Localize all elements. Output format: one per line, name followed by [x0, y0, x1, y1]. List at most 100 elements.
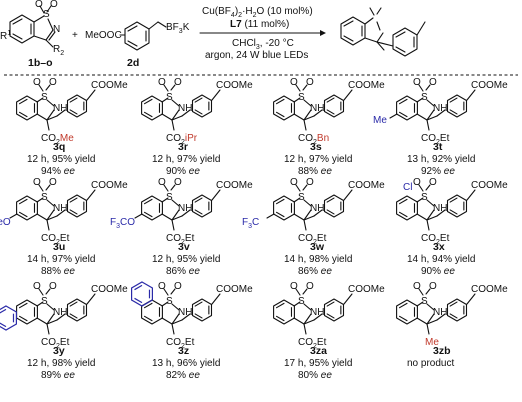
sulfur-atom: S [298, 296, 305, 307]
bond [38, 288, 44, 296]
ring [131, 281, 153, 307]
yield-text: 12 h, 97% yield [284, 154, 352, 165]
yield-text: no product [407, 358, 454, 369]
bond [161, 317, 173, 325]
oxygen-atom: O [174, 281, 182, 292]
bond [293, 197, 301, 203]
ester-substituent: CO2Et [298, 337, 327, 350]
bond [303, 215, 315, 221]
bond [36, 317, 48, 325]
bond [275, 315, 285, 322]
bond [303, 219, 307, 231]
ester-tail: Et [317, 233, 327, 244]
ee-unit: ee [189, 166, 201, 177]
bond [56, 313, 66, 321]
bond [163, 184, 169, 192]
ester-substituent: CO2Et [421, 133, 450, 146]
bond [171, 209, 180, 221]
bond [38, 84, 44, 92]
ring [66, 94, 88, 118]
bond [46, 209, 55, 221]
bond [293, 301, 301, 307]
bond [466, 293, 476, 305]
ee-text: 90% ee [421, 266, 455, 277]
bond [171, 319, 183, 325]
bond [426, 115, 438, 121]
bond [69, 301, 78, 307]
oxygen-atom: O [290, 77, 298, 88]
bond [425, 184, 431, 191]
r1-label: R1 [0, 30, 11, 42]
bond [46, 115, 58, 121]
bond [161, 113, 173, 121]
ester-part: CO [41, 233, 56, 244]
reactant-2: MeOOC BF3K 2d [85, 21, 190, 69]
bond [171, 219, 175, 231]
oxygen-atom: O [158, 281, 166, 292]
ester-subscript: 2 [313, 239, 317, 246]
sulfur-atom: S [166, 296, 173, 307]
bond [313, 109, 323, 117]
catalyst-text: Cu(BF4)2·H2O (10 mol%) [202, 6, 313, 19]
bond [69, 197, 78, 203]
ee-value: 88% [298, 166, 321, 177]
ester-subscript: 2 [436, 239, 440, 246]
bond [45, 288, 51, 295]
reaction-conditions: Cu(BF4)2·H2O (10 mol%) L7 (11 mol%) CHCl… [199, 6, 326, 61]
bond [326, 109, 335, 115]
bond [171, 303, 180, 311]
compound-label: 3s [310, 141, 322, 153]
bond [171, 115, 183, 121]
nh-group: NH [178, 307, 192, 318]
bond [303, 303, 312, 311]
bond [295, 288, 301, 296]
ee-value: 80% [298, 370, 321, 381]
bond [398, 302, 408, 309]
bond [46, 323, 50, 335]
ee-text: 86% ee [298, 266, 332, 277]
bond [416, 213, 428, 221]
ring [323, 94, 345, 118]
ee-unit: ee [64, 166, 76, 177]
bond [194, 209, 203, 215]
bond [418, 288, 424, 296]
bond [416, 197, 424, 203]
ee-unit: ee [189, 266, 201, 277]
ester-tail: Et [440, 133, 450, 144]
bond [171, 215, 183, 221]
ee-text: 80% ee [298, 370, 332, 381]
f-subscript: 3 [248, 223, 252, 230]
ee-value: 90% [421, 266, 444, 277]
bond [171, 199, 180, 207]
bond [36, 113, 48, 121]
bond [18, 211, 28, 218]
ee-value: 90% [166, 166, 189, 177]
oxygen-atom: O [413, 177, 421, 188]
compound-label: 3r [178, 141, 188, 153]
bond [326, 197, 335, 203]
bond [275, 98, 285, 105]
yield-text: 13 h, 96% yield [152, 358, 220, 369]
oxygen-atom: O [49, 281, 57, 292]
sulfur-atom: S [421, 296, 428, 307]
bond [46, 219, 50, 231]
yield-text: 12 h, 95% yield [27, 154, 95, 165]
bond [426, 215, 438, 221]
bond [425, 84, 431, 91]
bond [171, 119, 175, 131]
ester-group: COOMe [471, 284, 508, 295]
ee-value: 89% [41, 370, 64, 381]
bond [449, 109, 458, 115]
bond [313, 313, 323, 321]
ee-value: 94% [41, 166, 64, 177]
bond [134, 284, 143, 291]
ee-value: 82% [166, 370, 189, 381]
bond [416, 317, 428, 325]
f-subscript: 3 [116, 223, 120, 230]
bond [466, 189, 476, 201]
bond [171, 99, 180, 107]
bond [0, 308, 7, 314]
